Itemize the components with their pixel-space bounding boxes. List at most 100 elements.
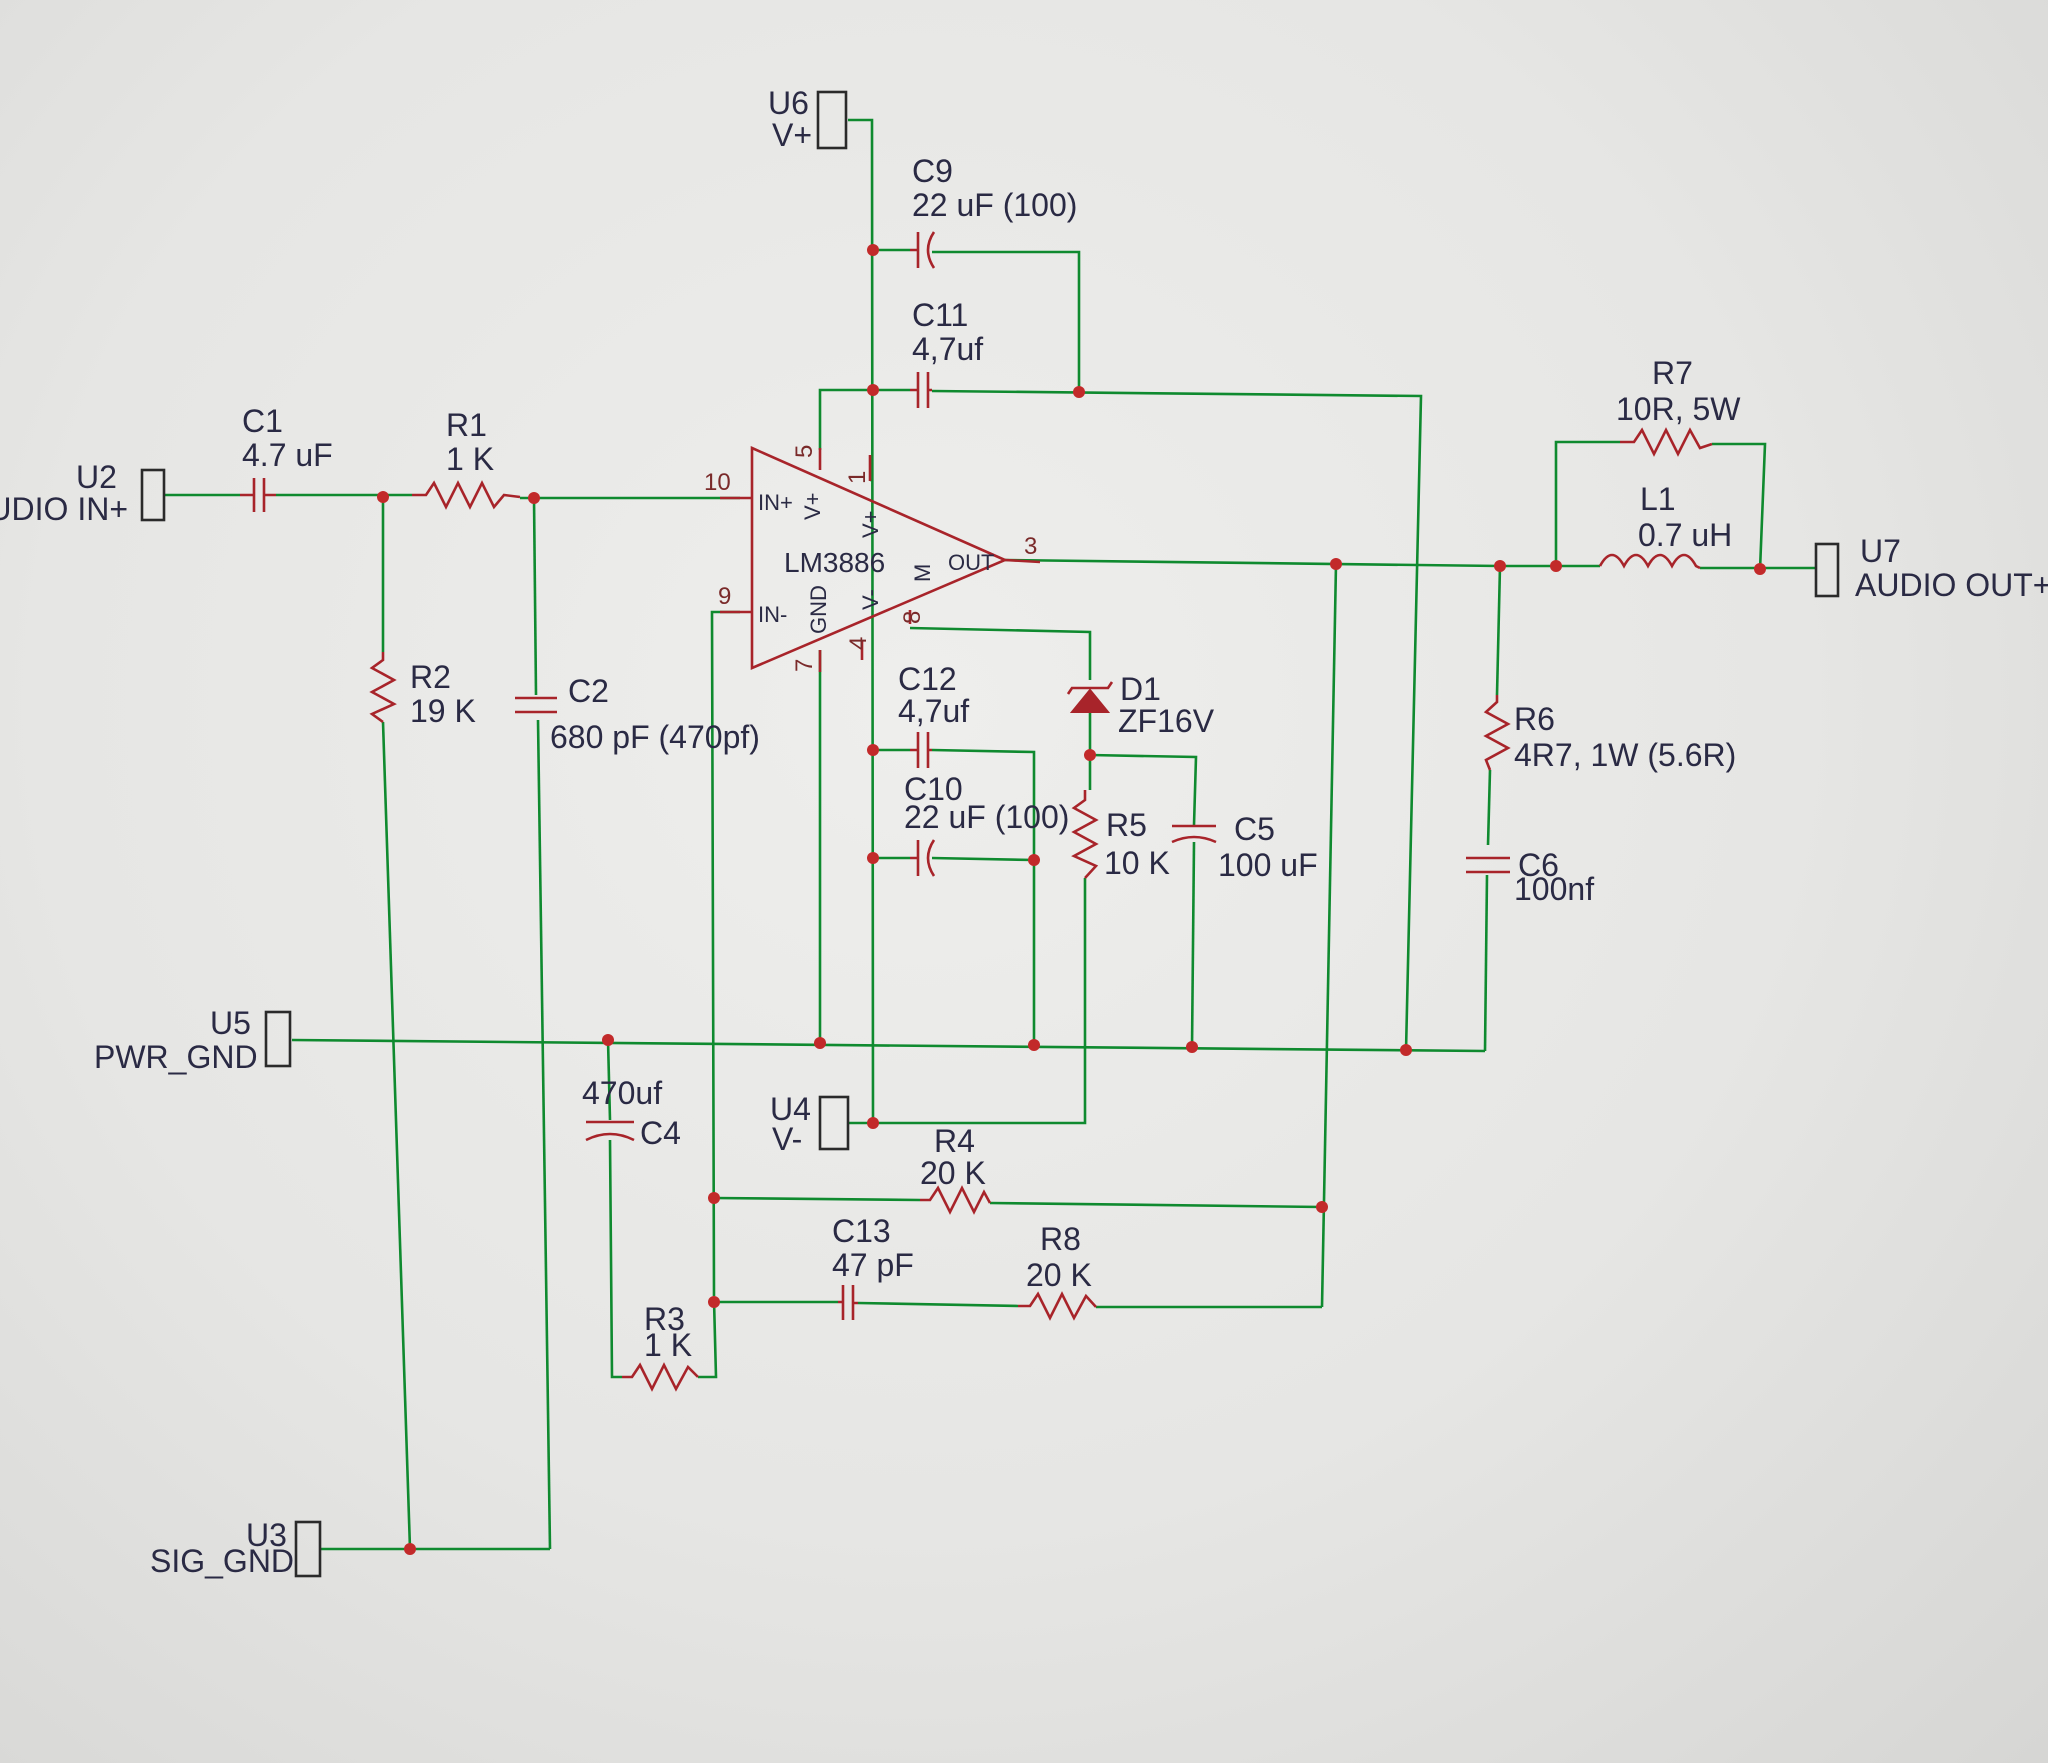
connector-u7-ref: U7 [1860, 533, 1901, 569]
resistor-r7-symbol [1620, 427, 1713, 457]
junction-dot [1400, 1044, 1412, 1056]
connector-u7[interactable]: U7 AUDIO OUT+ [1814, 533, 2048, 603]
connector-u2-pin[interactable] [140, 468, 166, 522]
capacitor-c5-value: 100 uF [1218, 847, 1318, 883]
resistor-r4-symbol [920, 1185, 992, 1215]
junction-dot [1754, 563, 1766, 575]
ic-lm3886[interactable]: LM3886 IN+ IN- OUT V+ V+ V- GND M 10 9 3… [704, 445, 1041, 672]
wire-r6-top [1495, 565, 1502, 696]
connector-u6-net: V+ [772, 117, 812, 153]
capacitor-c10[interactable]: C10 22 uF (100) [904, 771, 1069, 877]
connector-u7-pin[interactable] [1814, 542, 1840, 598]
resistor-r7-value: 10R, 5W [1616, 391, 1741, 427]
wire-c5-bottom [1190, 841, 1196, 1049]
zener-diode-d1-body [1069, 688, 1111, 713]
connector-u5[interactable]: U5 PWR_GND [94, 1005, 292, 1075]
connector-u4[interactable]: U4 V- [770, 1091, 850, 1157]
connector-u3-ref: U3 [246, 1517, 287, 1553]
capacitor-c11-ref: C11 [912, 297, 968, 333]
capacitor-c11[interactable]: C11 4,7uf [910, 297, 983, 408]
resistor-r4[interactable]: R4 20 K [920, 1123, 992, 1215]
junction-dot [528, 492, 540, 504]
resistor-r1-value: 1 K [446, 441, 494, 477]
resistor-r3-value: 1 K [644, 1327, 692, 1363]
ic-triangle[interactable] [750, 446, 1009, 670]
resistor-r7[interactable]: R7 10R, 5W [1616, 355, 1741, 457]
capacitor-c6-symbol [1466, 856, 1510, 874]
capacitor-c13[interactable]: C13 47 pF [832, 1213, 914, 1320]
capacitor-c13-symbol [838, 1285, 858, 1320]
inductor-l1-symbol [1598, 553, 1701, 570]
resistor-r8-ref: R8 [1040, 1221, 1081, 1257]
wire-mute [909, 626, 1092, 680]
wire-c11-left [818, 388, 910, 450]
ic-pin-number-4: 4 [845, 637, 872, 650]
capacitor-c2[interactable]: C2 680 pF (470pf) [515, 673, 760, 755]
resistor-r2[interactable]: R2 19 K [369, 652, 476, 729]
capacitor-c9-value: 22 uF (100) [912, 187, 1077, 223]
capacitor-c4-symbol [585, 1120, 635, 1142]
zener-diode-d1-bar [1066, 681, 1114, 695]
zener-diode-d1-value: ZF16V [1118, 703, 1215, 739]
junction-dot [1316, 1201, 1328, 1213]
connector-u2[interactable]: U2 AUDIO IN+ [0, 459, 166, 527]
connector-u7-net: AUDIO OUT+ [1855, 567, 2048, 603]
junction-dot [1550, 560, 1562, 572]
ic-pin-number-5: 5 [791, 445, 818, 458]
resistor-r3[interactable]: R3 1 K [622, 1301, 699, 1392]
wire-c9-right [932, 250, 1081, 392]
connector-u5-pin[interactable] [264, 1010, 292, 1068]
wire-r4-right [989, 1201, 1323, 1209]
connector-u3-pin[interactable] [294, 1520, 322, 1578]
resistor-r1[interactable]: R1 1 K [412, 407, 521, 510]
junctions [377, 244, 1766, 1555]
resistor-r2-symbol [369, 652, 397, 724]
capacitor-c1[interactable]: C1 4.7 uF [240, 403, 333, 512]
resistor-r6[interactable]: R6 4R7, 1W (5.6R) [1483, 695, 1736, 773]
capacitor-c13-ref: C13 [832, 1213, 891, 1249]
capacitor-c5[interactable]: C5 100 uF [1171, 811, 1318, 883]
resistor-r6-ref: R6 [1514, 701, 1555, 737]
capacitor-c12-ref: C12 [898, 661, 957, 697]
wire-out-feedback [1320, 563, 1338, 1308]
resistor-r5[interactable]: R5 10 K [1071, 790, 1170, 881]
junction-dot [867, 1117, 879, 1129]
capacitor-c10-value: 22 uF (100) [904, 799, 1069, 835]
capacitor-c4-ref: C4 [640, 1115, 681, 1151]
resistor-r8-value: 20 K [1026, 1257, 1092, 1293]
ic-pin-number-1: 1 [844, 471, 871, 484]
resistor-r8[interactable]: R8 20 K [1018, 1221, 1097, 1321]
capacitor-c9[interactable]: C9 22 uF (100) [910, 153, 1077, 269]
resistor-r3-ref: R3 [644, 1301, 685, 1337]
resistor-r1-ref: R1 [446, 407, 487, 443]
junction-dot [1028, 854, 1040, 866]
capacitor-c2-ref: C2 [568, 673, 609, 709]
capacitor-c4[interactable]: C4 470uf [582, 1075, 681, 1151]
capacitor-c12-value: 4,7uf [898, 693, 969, 729]
junction-dot [1084, 749, 1096, 761]
capacitor-c2-value: 680 pF (470pf) [550, 719, 760, 755]
wire-r7-loop [1554, 440, 1620, 566]
wire-c10-right [931, 856, 1035, 862]
wire-out [1004, 558, 1501, 568]
capacitor-c6[interactable]: C6 100nf [1466, 847, 1594, 907]
connector-u6-pin[interactable] [816, 90, 848, 150]
wire-r6-bottom [1486, 769, 1492, 846]
capacitor-c12[interactable]: C12 4,7uf [898, 661, 969, 768]
wire-c2-top [532, 497, 538, 696]
connector-u2-net: AUDIO IN+ [0, 491, 128, 527]
capacitor-c2-symbol [515, 696, 557, 714]
connector-u4-pin[interactable] [818, 1095, 850, 1151]
zener-diode-d1[interactable]: D1 ZF16V [1066, 671, 1215, 739]
connector-u3[interactable]: U3 SIG_GND [150, 1517, 322, 1579]
connector-u6[interactable]: U6 V+ [768, 85, 848, 153]
junction-dot [1028, 1039, 1040, 1051]
resistor-r5-value: 10 K [1104, 845, 1170, 881]
resistor-r6-symbol [1483, 695, 1511, 771]
ic-pin-label-out: OUT [948, 550, 994, 575]
capacitor-c9-symbol [910, 231, 936, 269]
inductor-l1[interactable]: L1 0.7 uH [1598, 481, 1732, 570]
resistor-r7-ref: R7 [1652, 355, 1693, 391]
